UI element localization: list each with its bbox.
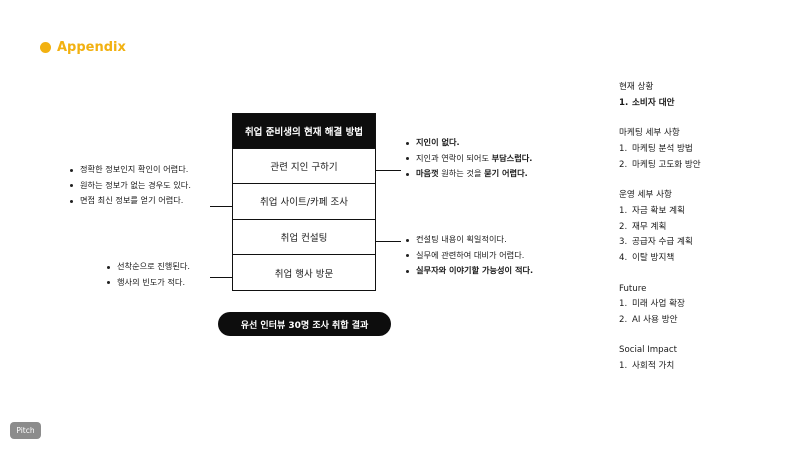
- index-section: Future 1. 미래 사업 확장 2. AI 사용 방안: [619, 282, 701, 329]
- notes-consulting: 컨설팅 내용이 획일적이다. 실무에 관련하여 대비가 어렵다. 실무자와 이야기할…: [405, 232, 533, 279]
- page-title: Appendix: [57, 40, 126, 55]
- note-item: 지인과 연락이 되어도 부담스럽다.: [405, 151, 532, 167]
- table-row-event-visit: 취업 행사 방문: [232, 255, 376, 291]
- connector-left-bottom: [210, 277, 232, 279]
- survey-caption: 유선 인터뷰 30명 조사 취합 결과: [218, 312, 391, 336]
- note-text: 원하는 것을: [438, 168, 485, 178]
- index-item-number: 1.: [619, 361, 628, 372]
- note-text: 지인과 연락이 되어도: [416, 152, 492, 163]
- note-text: 묻기 어렵다.: [484, 168, 528, 178]
- index-item[interactable]: 2. AI 사용 방안: [619, 313, 701, 329]
- index-item-label: 이탈 방지책: [632, 252, 675, 263]
- table-header: 취업 준비생의 현재 해결 방법: [232, 113, 376, 149]
- index-item[interactable]: 1. 미래 사업 확장: [619, 297, 701, 313]
- index-item-label: 미래 사업 확장: [632, 299, 685, 310]
- notes-acquaintance: 지인이 없다.지인과 연락이 되어도 부담스럽다.마음껏 원하는 것을 묻기 어…: [405, 135, 532, 182]
- note-item: 정확한 정보인지 확인이 어렵다.: [69, 162, 191, 178]
- note-item: 실무에 관련하여 대비가 어렵다.: [405, 248, 533, 264]
- header: Appendix: [40, 40, 126, 55]
- index-section-title: 운영 세부 사항: [619, 190, 672, 201]
- index-item-number: 3.: [619, 237, 628, 248]
- index-item[interactable]: 1. 마케팅 분석 방법: [619, 142, 701, 158]
- index-item-number: 1.: [619, 143, 628, 154]
- index-item-number: 1.: [619, 299, 628, 310]
- notes-event-visit: 선착순으로 진행된다.행사의 빈도가 적다.: [106, 259, 190, 290]
- note-item: 행사의 빈도가 적다.: [106, 275, 190, 291]
- index-item[interactable]: 1. 자금 확보 계획: [619, 204, 701, 220]
- index-item-label: 소비자 대안: [632, 97, 675, 108]
- note-item: 면접 최신 정보를 얻기 어렵다.: [69, 193, 191, 209]
- index-item[interactable]: 1.소비자 대안: [619, 96, 701, 112]
- index-item-label: 자금 확보 계획: [632, 205, 685, 216]
- notes-site-search: 정확한 정보인지 확인이 어렵다.원하는 정보가 없는 경우도 있다.면접 최신…: [69, 162, 191, 209]
- index-item[interactable]: 1. 사회적 가치: [619, 359, 701, 375]
- index-section: 마케팅 세부 사항 1. 마케팅 분석 방법 2. 마케팅 고도화 방안: [619, 126, 701, 173]
- note-text: 컨설팅 내용이 획일적이다.: [416, 234, 507, 244]
- index-item[interactable]: 4. 이탈 방지책: [619, 251, 701, 267]
- note-item: 컨설팅 내용이 획일적이다.: [405, 232, 533, 248]
- pitch-badge[interactable]: Pitch: [10, 422, 41, 439]
- solutions-table: 취업 준비생의 현재 해결 방법 관련 지인 구하기 취업 사이트/카페 조사 …: [232, 113, 376, 291]
- index-item-label: 재무 계획: [632, 221, 667, 232]
- note-text: 지인이 없다.: [416, 137, 460, 147]
- index-item-label: 마케팅 분석 방법: [632, 143, 693, 154]
- connector-right-top: [376, 170, 401, 172]
- index-section-title: Social Impact: [619, 345, 677, 356]
- index-item[interactable]: 2. 재무 계획: [619, 220, 701, 236]
- note-text: 마음껏: [416, 168, 439, 178]
- index-item[interactable]: 3. 공급자 수급 계획: [619, 235, 701, 251]
- index-item-label: 사회적 가치: [632, 361, 675, 372]
- index-section-title: 마케팅 세부 사항: [619, 128, 680, 139]
- index-item-label: AI 사용 방안: [632, 314, 678, 325]
- connector-right-bottom: [376, 241, 401, 243]
- index-section: 현재 상황 1.소비자 대안: [619, 80, 701, 111]
- index-item-number: 2.: [619, 159, 628, 170]
- note-item: 마음껏 원하는 것을 묻기 어렵다.: [405, 166, 532, 182]
- index-section: Social Impact 1. 사회적 가치: [619, 343, 701, 374]
- index-section: 운영 세부 사항 1. 자금 확보 계획 2. 재무 계획 3. 공급자 수급 계획 4. 이탈…: [619, 188, 701, 266]
- index-item-number: 2.: [619, 314, 628, 325]
- index-item[interactable]: 2. 마케팅 고도화 방안: [619, 158, 701, 174]
- dot-icon: [40, 42, 51, 53]
- note-text: 부담스럽다.: [491, 152, 533, 163]
- note-text: 실무자와 이야기할 가능성이 적다.: [416, 265, 534, 275]
- connector-left-top: [210, 206, 232, 208]
- index-item-label: 공급자 수급 계획: [632, 237, 693, 248]
- note-item: 선착순으로 진행된다.: [106, 259, 190, 275]
- index-item-number: 2.: [619, 221, 628, 232]
- index-section-title: Future: [619, 283, 647, 294]
- note-text: 실무에 관련하여 대비가 어렵다.: [416, 249, 525, 260]
- table-row-consulting: 취업 컨설팅: [232, 219, 376, 256]
- index-item-label: 마케팅 고도화 방안: [632, 159, 701, 170]
- table-row-acquaintance: 관련 지인 구하기: [232, 148, 376, 185]
- index-section-title: 현재 상황: [619, 82, 654, 92]
- note-item: 실무자와 이야기할 가능성이 적다.: [405, 263, 533, 279]
- index-item-number: 4.: [619, 252, 628, 263]
- note-item: 원하는 정보가 없는 경우도 있다.: [69, 178, 191, 194]
- note-item: 지인이 없다.: [405, 135, 532, 151]
- index-item-number: 1.: [619, 205, 628, 216]
- index-item-number: 1.: [619, 97, 629, 108]
- table-row-site-search: 취업 사이트/카페 조사: [232, 184, 376, 220]
